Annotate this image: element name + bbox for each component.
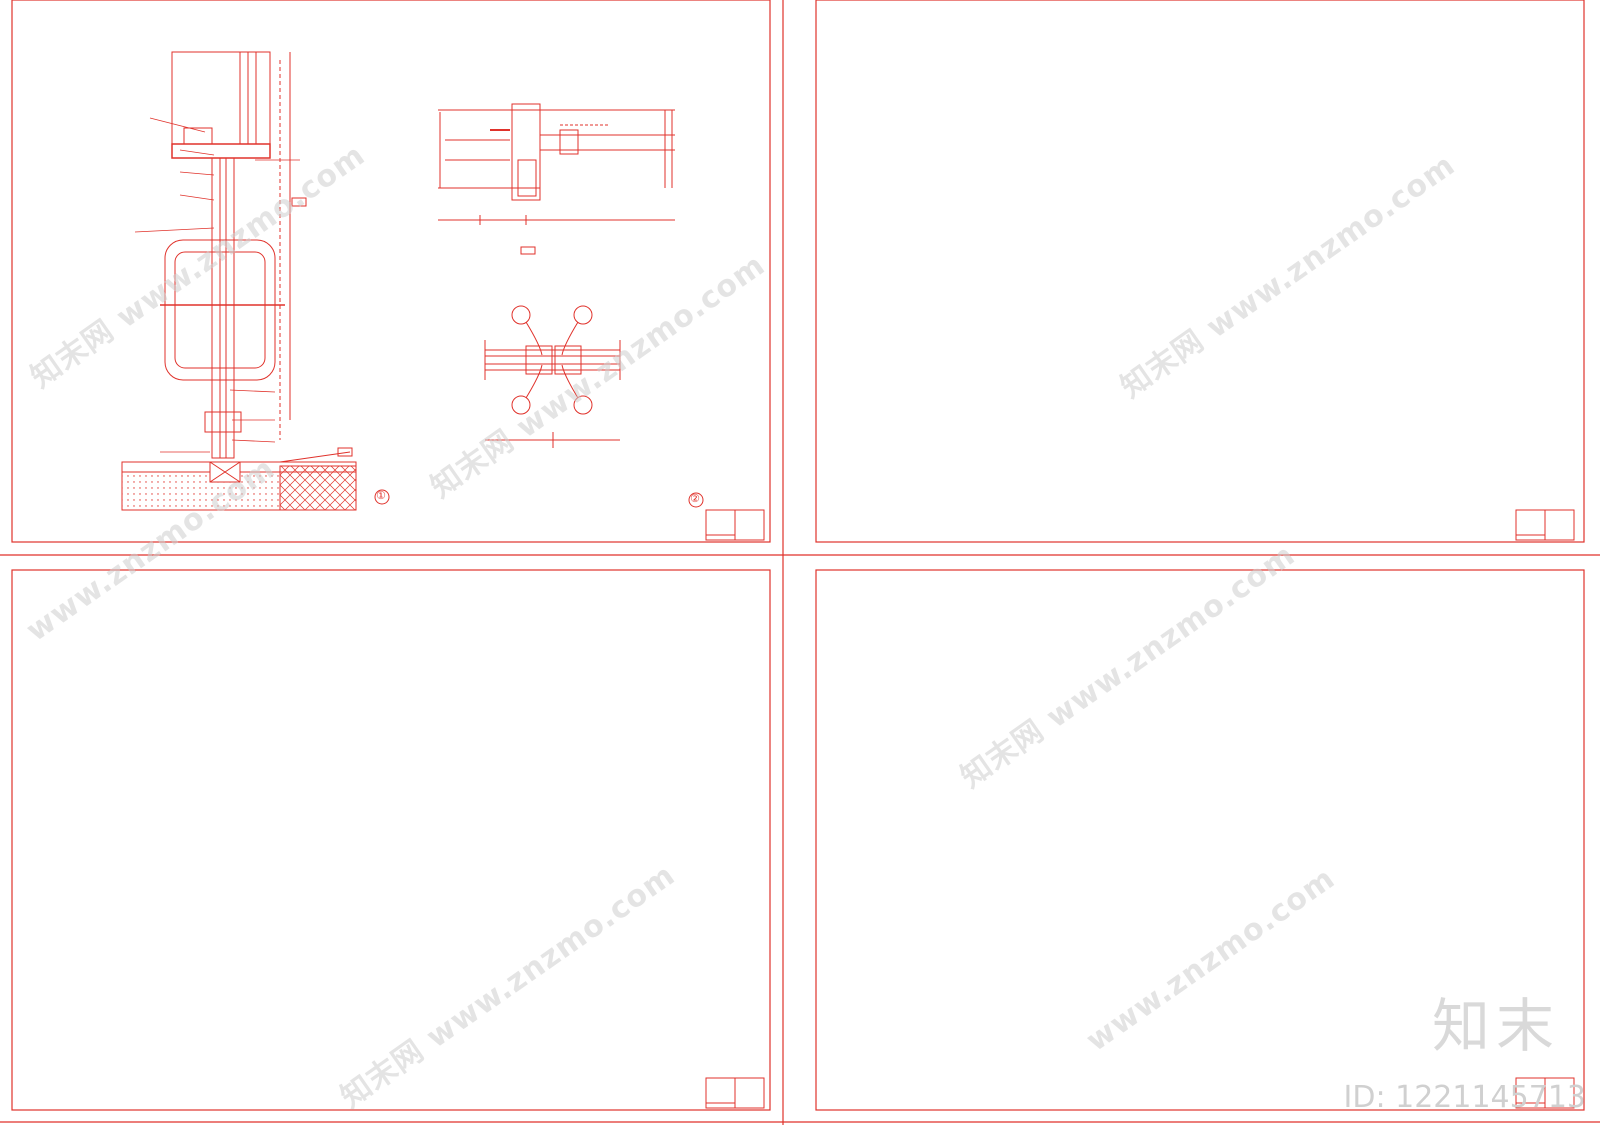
watermark-logo: 知末 [1431,992,1560,1060]
callout-2: ② [690,492,700,505]
watermark-id: ID: 1221145713 [1343,1080,1586,1115]
title-blocks [705,509,1575,1109]
callout-1: ① [376,489,386,502]
sheet-1-vertical-section [121,51,704,511]
